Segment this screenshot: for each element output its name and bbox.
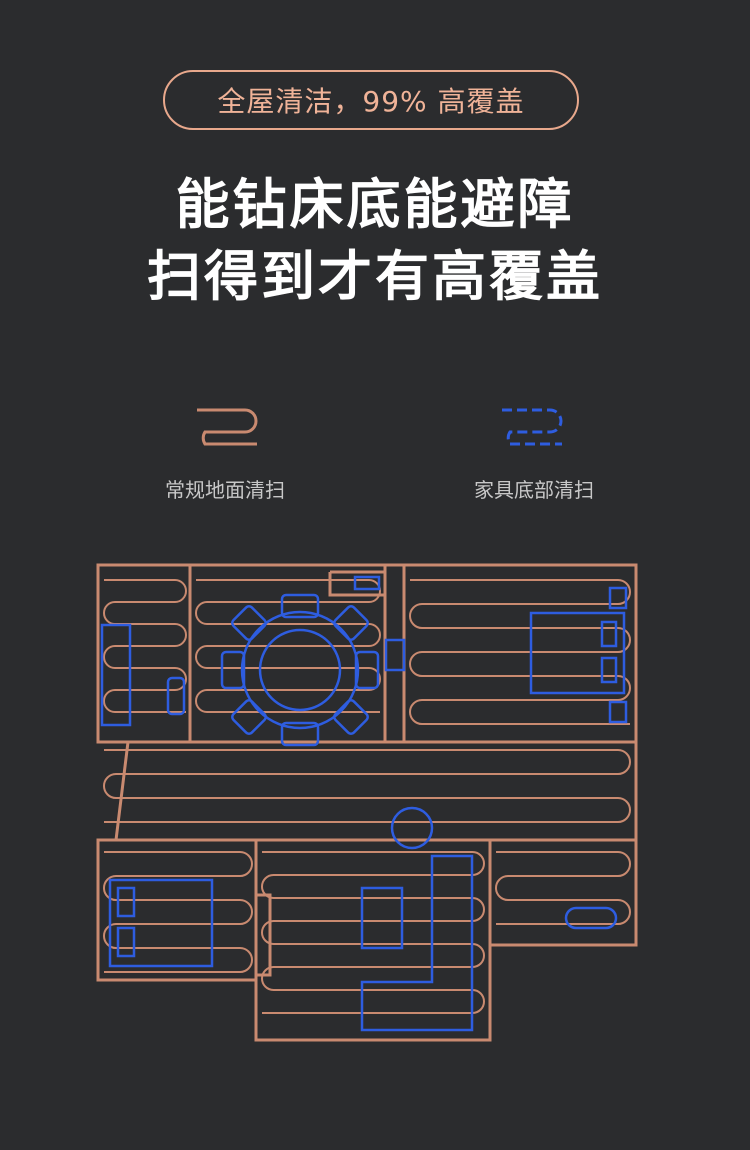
headline-line-1: 能钻床底能避障 xyxy=(175,173,575,236)
coverage-badge: 全屋清洁，99% 高覆盖 xyxy=(163,70,579,130)
coverage-badge-text: 全屋清洁，99% 高覆盖 xyxy=(217,85,525,118)
cleaning-path xyxy=(103,851,253,973)
cleaning-paths xyxy=(103,579,631,1014)
cleaning-path xyxy=(195,579,381,713)
legend-label-regular: 常规地面清扫 xyxy=(165,478,285,502)
legend-label-furniture: 家具底部清扫 xyxy=(474,478,594,502)
cleaning-path xyxy=(495,851,631,925)
cleaning-path xyxy=(409,579,631,725)
dashed-serpentine-path-icon xyxy=(502,408,563,446)
floor-plan-map xyxy=(96,563,638,1042)
solid-serpentine-path-icon xyxy=(197,408,258,446)
cleaning-path xyxy=(103,579,187,713)
cleaning-path xyxy=(261,851,485,1014)
cleaning-path xyxy=(103,749,631,823)
walls xyxy=(96,563,638,1042)
headline-line-2: 扫得到才有高覆盖 xyxy=(147,245,603,308)
furniture xyxy=(100,575,628,1032)
